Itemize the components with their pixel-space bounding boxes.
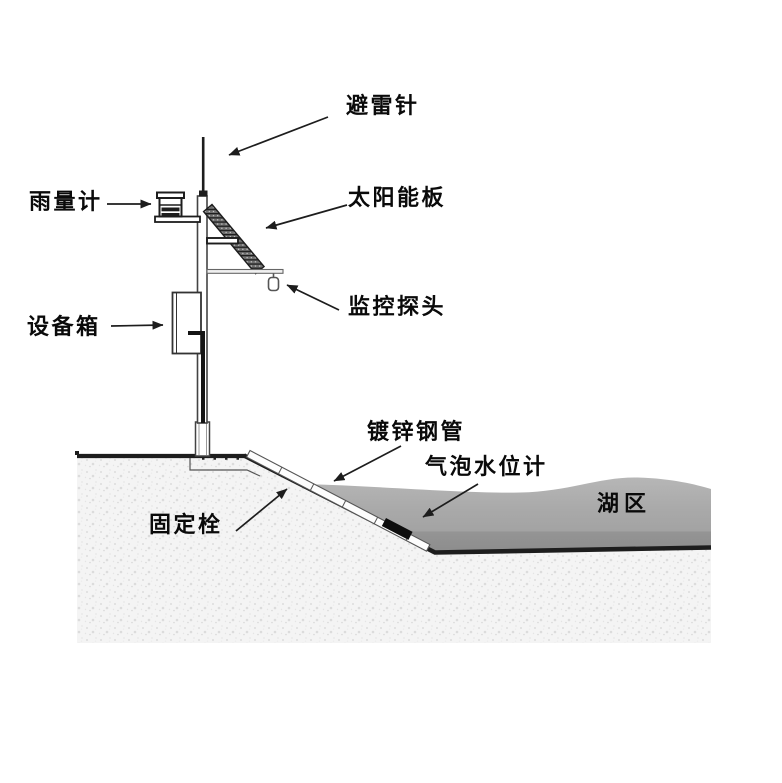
arrow-camera (286, 284, 340, 311)
label-lake-area: 湖区 (597, 491, 652, 516)
arrow-equipment-box (110, 320, 164, 330)
label-bubble-gauge: 气泡水位计 (425, 454, 548, 479)
pipe-joint (373, 516, 379, 525)
pipe-joint (309, 483, 315, 491)
bubble-gauge-shape (381, 518, 413, 540)
label-lightning-rod: 避雷针 (346, 93, 420, 118)
arrow-fixing-bolt (235, 488, 288, 532)
arrow-galvanized-pipe (333, 445, 402, 482)
pole-base (194, 421, 211, 457)
ground-surface (77, 456, 711, 643)
equipment-box-shape (171, 291, 202, 355)
label-fixing-bolt: 固定栓 (149, 512, 223, 537)
solar-panel-support (206, 237, 239, 245)
pipe-joint (278, 466, 283, 474)
arrow-solar-panel (265, 204, 348, 230)
arrow-bubble-gauge (422, 483, 479, 518)
pole-foundation-outline (189, 457, 261, 477)
label-rain-gauge: 雨量计 (29, 189, 103, 214)
ground-line-end-tick (75, 451, 79, 455)
pole-top-cap (199, 190, 208, 197)
label-camera: 监控探头 (348, 294, 447, 319)
label-solar-panel: 太阳能板 (348, 185, 447, 210)
rain-gauge-device (156, 191, 185, 218)
cable-conduit (188, 331, 205, 423)
camera-device (267, 273, 280, 292)
camera-bracket (206, 268, 284, 274)
pipe-joint (341, 500, 347, 508)
arrow-lightning-rod (228, 116, 329, 156)
label-equipment-box: 设备箱 (27, 314, 101, 339)
label-galvanized-pipe: 镀锌钢管 (367, 419, 466, 444)
